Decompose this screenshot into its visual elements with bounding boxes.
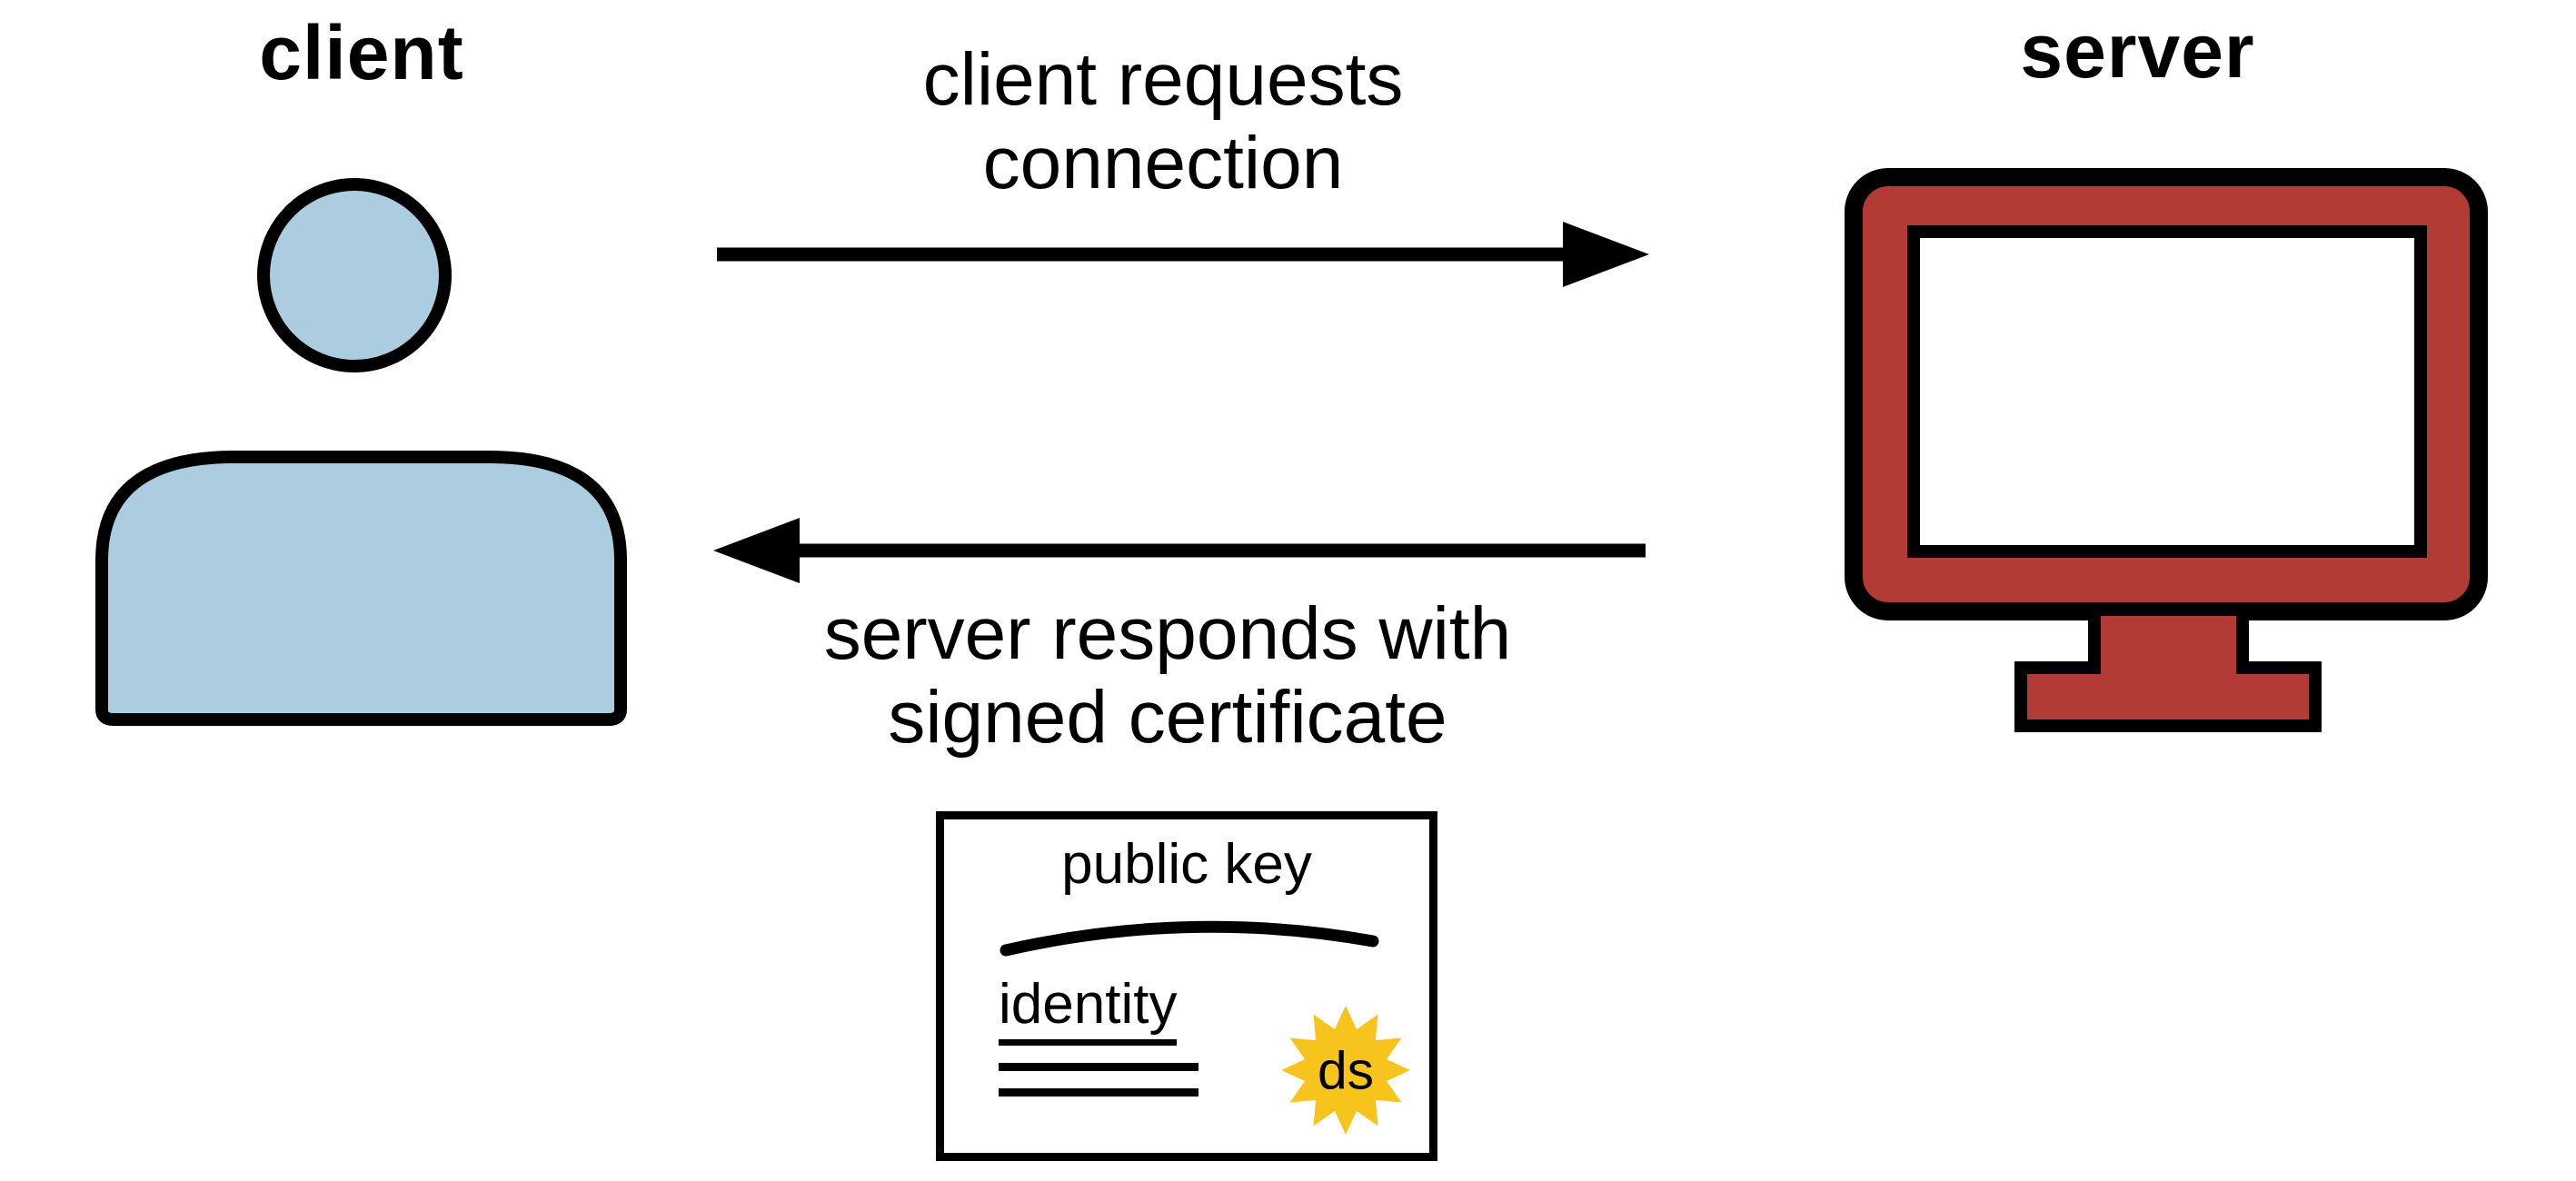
person-head — [257, 178, 452, 372]
certificate-public-key-label: public key — [1061, 833, 1312, 896]
client-label: client — [259, 10, 464, 95]
monitor-stand — [2014, 603, 2322, 732]
ds-label: ds — [1318, 1041, 1374, 1100]
request-annotation-line2: connection — [982, 121, 1344, 204]
response-annotation-line1: server responds with — [823, 592, 1512, 675]
response-annotation: server responds with signed certificate — [727, 592, 1608, 759]
response-arrow-left — [713, 518, 1646, 583]
request-annotation-line1: client requests — [922, 38, 1404, 121]
server-label: server — [2020, 8, 2255, 94]
identity-line-1 — [999, 1063, 1198, 1071]
response-annotation-line2: signed certificate — [888, 675, 1447, 759]
certificate-identity-label: identity — [999, 972, 1178, 1046]
certificate-box: public key identity ds — [936, 811, 1437, 1161]
server-monitor-icon — [1845, 168, 2488, 732]
request-annotation: client requests connection — [772, 38, 1554, 205]
monitor-screen — [1907, 225, 2427, 558]
person-body — [95, 451, 627, 726]
identity-line-2 — [999, 1088, 1198, 1097]
public-key-arc — [1000, 920, 1379, 957]
request-arrow-right — [717, 222, 1649, 287]
digital-signature-seal-icon: ds — [1281, 1006, 1410, 1135]
starburst-shape — [1281, 1006, 1410, 1135]
client-person-icon — [95, 178, 627, 726]
